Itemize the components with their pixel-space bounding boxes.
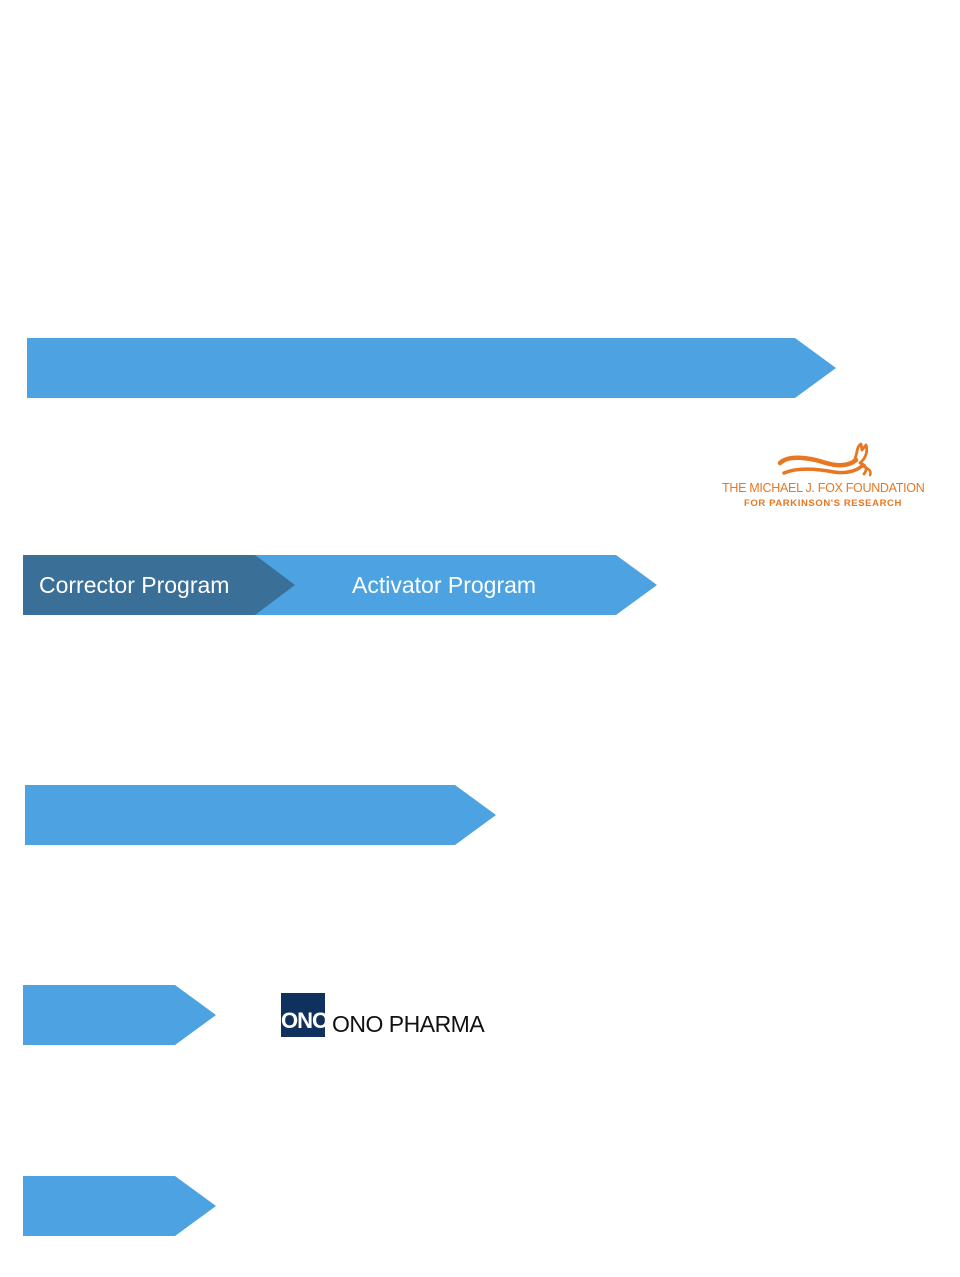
arrow-5-shape: [23, 1176, 216, 1236]
arrow-3-shape: [25, 785, 496, 845]
corrector-program-label: Corrector Program: [39, 572, 230, 598]
pipeline-arrow-4: [23, 985, 216, 1045]
ono-pharma-logo: ONO ONO PHARMA: [281, 993, 491, 1039]
pipeline-arrow-3: [25, 785, 496, 845]
mjff-logo-line2: FOR PARKINSON'S RESEARCH: [744, 498, 902, 509]
arrow-1-shape: [27, 338, 836, 398]
ono-logo-mark: ONO: [281, 1008, 329, 1033]
mjff-logo-line1: THE MICHAEL J. FOX FOUNDATION: [722, 481, 925, 495]
arrow-2-shape: [23, 555, 657, 615]
ono-pharma-wordmark: ONO PHARMA: [332, 1011, 485, 1037]
fox-icon: [777, 442, 872, 477]
michael-j-fox-foundation-logo: THE MICHAEL J. FOX FOUNDATION FOR PARKIN…: [722, 441, 925, 513]
corrector-segment: [23, 555, 295, 615]
ono-logo-mark-box: ONO: [281, 993, 329, 1037]
arrow-4-shape: [23, 985, 216, 1045]
activator-segment: [243, 555, 657, 615]
pipeline-arrow-2: Corrector Program Activator Program: [23, 555, 657, 615]
activator-program-label: Activator Program: [352, 572, 537, 598]
pipeline-arrow-5: [23, 1176, 216, 1236]
pipeline-arrow-1: [27, 338, 836, 398]
